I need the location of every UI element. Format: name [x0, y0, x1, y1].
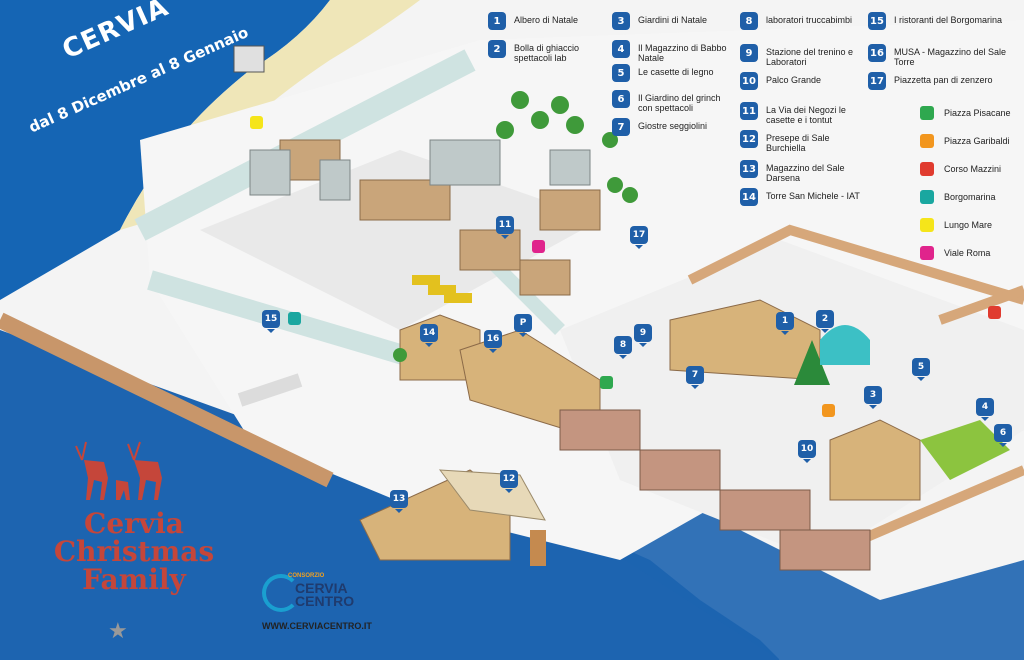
- legend-label: Giardini di Natale: [638, 15, 708, 25]
- map-pin[interactable]: 8: [614, 336, 632, 359]
- legend-number: 7: [612, 118, 630, 136]
- legend-label: Piazzetta pan di zenzero: [894, 75, 993, 85]
- map-pin[interactable]: 6: [994, 424, 1012, 447]
- brand-title: Cervia Christmas Family: [34, 510, 234, 594]
- legend-number: 10: [740, 72, 758, 90]
- map-pin[interactable]: 17: [630, 226, 648, 249]
- legend-number: 5: [612, 64, 630, 82]
- legend-number: 12: [740, 130, 758, 148]
- legend-label: Torre San Michele - IAT: [766, 191, 860, 201]
- legend-number: 6: [612, 90, 630, 108]
- zone-label: Borgomarina: [944, 192, 996, 202]
- legend-label: Il Magazzino di Babbo Natale: [638, 43, 727, 63]
- zone-marker: [532, 240, 545, 253]
- legend-label: Il Giardino del grinch con spettacoli: [638, 93, 721, 113]
- map-pin[interactable]: P: [514, 314, 532, 337]
- zone-label: Piazza Pisacane: [944, 108, 1011, 118]
- zone-color-swatch: [920, 190, 934, 204]
- zone-color-swatch: [920, 162, 934, 176]
- zone-label: Lungo Mare: [944, 220, 993, 230]
- legend-label: Bolla di ghiaccio spettacoli lab: [514, 43, 580, 63]
- map-pin[interactable]: 5: [912, 358, 930, 381]
- legend-label: Le casette di legno: [638, 67, 714, 77]
- map-pin[interactable]: 3: [864, 386, 882, 409]
- legend-label: Giostre seggiolini: [638, 121, 708, 131]
- map-pin[interactable]: 2: [816, 310, 834, 333]
- zone-color-swatch: [920, 218, 934, 232]
- zone-label: Piazza Garibaldi: [944, 136, 1010, 146]
- map-pin[interactable]: 9: [634, 324, 652, 347]
- map-pin[interactable]: 1: [776, 312, 794, 335]
- zone-marker: [988, 306, 1001, 319]
- legend-number: 11: [740, 102, 758, 120]
- legend-number: 3: [612, 12, 630, 30]
- map-pin[interactable]: 10: [798, 440, 816, 463]
- logo-line-1: CERVIA: [295, 580, 348, 596]
- star-icon: ★: [108, 618, 128, 643]
- logo-top-text: CONSORZIO: [288, 573, 325, 579]
- legend-number: 17: [868, 72, 886, 90]
- brand-line-3: Family: [82, 563, 186, 596]
- reindeer-logo-icon: [75, 441, 162, 500]
- map-pin[interactable]: 4: [976, 398, 994, 421]
- legend-label: I ristoranti del Borgomarina: [894, 15, 1003, 25]
- map-pin[interactable]: 12: [500, 470, 518, 493]
- logo-line-2: CENTRO: [295, 593, 355, 609]
- legend-label: Albero di Natale: [514, 15, 579, 25]
- zone-marker: [822, 404, 835, 417]
- footer-url[interactable]: WWW.CERVIACENTRO.IT: [262, 621, 372, 631]
- legend-number: 1: [488, 12, 506, 30]
- legend-label: Magazzino del Sale Darsena: [766, 163, 845, 183]
- legend-label: La Via dei Negozi le casette e i tontut: [766, 105, 846, 125]
- legend-label: Stazione del trenino e Laboratori: [766, 47, 854, 67]
- legend-number: 8: [740, 12, 758, 30]
- legend-label: Palco Grande: [766, 75, 822, 85]
- legend-number: 13: [740, 160, 758, 178]
- zone-marker: [288, 312, 301, 325]
- map-pin[interactable]: 15: [262, 310, 280, 333]
- legend-number: 2: [488, 40, 506, 58]
- consorzio-logo-icon: [262, 574, 300, 612]
- legend-label: Presepe di Sale Burchiella: [766, 133, 830, 153]
- legend-number: 4: [612, 40, 630, 58]
- zone-color-swatch: [920, 134, 934, 148]
- brand-line-1: Cervia: [84, 507, 184, 540]
- zone-marker: [600, 376, 613, 389]
- legend-number: 15: [868, 12, 886, 30]
- map-pin[interactable]: 14: [420, 324, 438, 347]
- legend-label: MUSA - Magazzino del Sale Torre: [894, 47, 1007, 67]
- zone-label: Viale Roma: [944, 248, 991, 258]
- legend-label: laboratori truccabimbi: [766, 15, 853, 25]
- zone-label: Corso Mazzini: [944, 164, 1002, 174]
- logo-main: CERVIA CENTRO: [295, 580, 355, 609]
- brand-line-2: Christmas: [53, 535, 215, 568]
- legend-number: 9: [740, 44, 758, 62]
- map-pin[interactable]: 11: [496, 216, 514, 239]
- zone-marker: [250, 116, 263, 129]
- legend-number: 16: [868, 44, 886, 62]
- map-pin[interactable]: 16: [484, 330, 502, 353]
- zone-color-swatch: [920, 106, 934, 120]
- map-pin[interactable]: 13: [390, 490, 408, 513]
- legend-number: 14: [740, 188, 758, 206]
- zone-color-swatch: [920, 246, 934, 260]
- map-pin[interactable]: 7: [686, 366, 704, 389]
